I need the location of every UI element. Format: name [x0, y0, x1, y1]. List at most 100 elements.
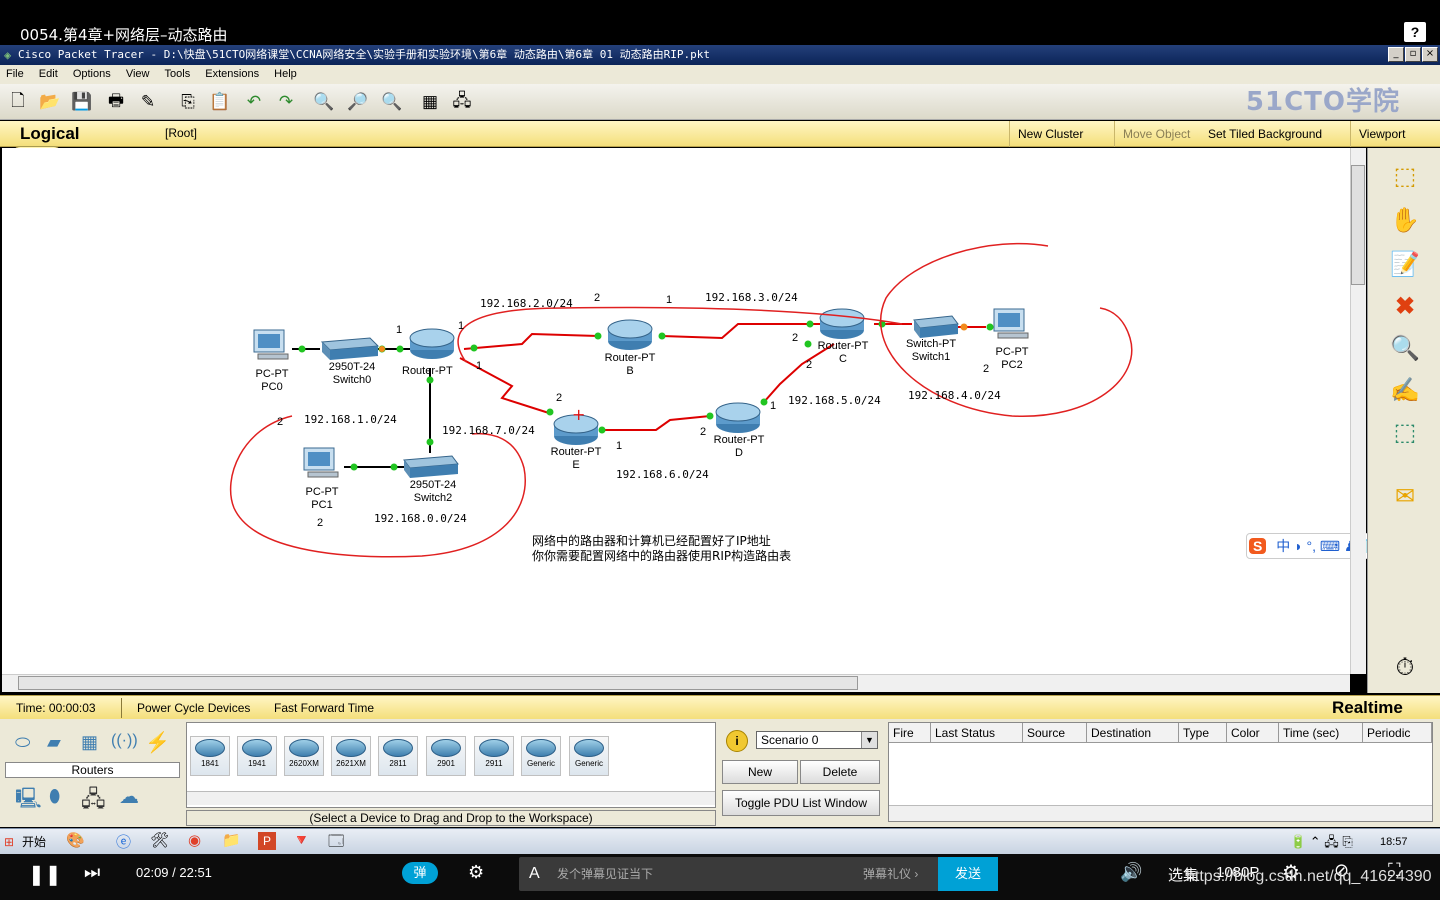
restore-button[interactable]: ▫ [1405, 47, 1421, 62]
new-file-icon[interactable]: 🗋 [11, 90, 25, 110]
open-folder-icon[interactable]: 📂 [39, 92, 61, 111]
connections-category-icon[interactable]: ⚡ [145, 732, 170, 754]
col-source[interactable]: Source [1023, 723, 1087, 743]
window-icon[interactable]: 🗔 [328, 833, 345, 850]
start-button[interactable]: ⊞ 开始 [2, 831, 60, 853]
col-destination[interactable]: Destination [1087, 723, 1179, 743]
device-2621xm[interactable]: 2621XM [331, 736, 371, 776]
power-cycle-button[interactable]: Power Cycle Devices [137, 701, 251, 715]
save-icon[interactable]: 💾 [71, 92, 93, 111]
select-tool-icon[interactable]: ⬚ [1393, 162, 1417, 190]
device-2620xm[interactable]: 2620XM [284, 736, 324, 776]
col-type[interactable]: Type [1179, 723, 1227, 743]
router-e[interactable]: + [553, 405, 599, 445]
print-icon[interactable]: 🖶 [107, 90, 125, 110]
next-icon[interactable]: ⏭ [84, 862, 101, 882]
menu-help[interactable]: Help [274, 68, 297, 80]
root-label[interactable]: [Root] [165, 126, 198, 140]
packet-tracer-taskbar-icon[interactable]: 🔻 [292, 832, 311, 849]
undo-icon[interactable]: ↶ [246, 92, 262, 111]
router-c[interactable] [819, 308, 865, 339]
danmaku-input[interactable]: A 发个弹幕见证当下 弹幕礼仪 › [519, 857, 939, 891]
simulation-icon[interactable]: ⏱ [1395, 654, 1415, 681]
pc0[interactable] [253, 329, 289, 360]
fullscreen-icon[interactable]: ⛶ [1388, 860, 1401, 880]
fast-forward-button[interactable]: Fast Forward Time [274, 701, 375, 715]
end-devices-category-icon[interactable]: 🖳 [15, 788, 42, 810]
minimize-button[interactable]: _ [1388, 47, 1404, 62]
danmaku-settings-icon[interactable]: ⚙ [468, 862, 485, 882]
hub-category-icon[interactable]: ▦ [81, 732, 99, 752]
zoom-in-icon[interactable]: 🔍 [313, 92, 335, 111]
link-routerC-routerD[interactable] [763, 343, 835, 403]
delete-tool-icon[interactable]: ✖ [1394, 292, 1416, 320]
viewport-button[interactable]: Viewport [1350, 121, 1413, 147]
device-generic-1[interactable]: Generic [521, 736, 561, 776]
switch0[interactable] [320, 337, 380, 360]
menu-file[interactable]: File [6, 68, 24, 80]
link-routerD-routerE[interactable] [602, 415, 711, 431]
danmaku-toggle[interactable]: 弹 [402, 862, 438, 884]
explorer-icon[interactable]: 📁 [222, 832, 241, 849]
menu-options[interactable]: Options [72, 68, 111, 80]
custom-category-icon[interactable]: ☁ [119, 786, 139, 808]
router-d[interactable] [715, 402, 761, 433]
settings-icon[interactable]: ⚙ [1282, 862, 1300, 884]
security-category-icon[interactable]: ⬮ [49, 786, 61, 806]
switch2[interactable] [403, 455, 459, 478]
zoom-reset-icon[interactable]: 🔎 [347, 92, 369, 111]
activity-wizard-icon[interactable]: ✎ [140, 92, 156, 111]
resize-tool-icon[interactable]: ⬚ [1393, 418, 1417, 446]
note-tool-icon[interactable]: 📝 [1390, 250, 1420, 278]
new-scenario-button[interactable]: New [722, 760, 798, 784]
scenario-select[interactable]: Scenario 0 ▼ [756, 731, 878, 749]
realtime-mode-label[interactable]: Realtime [1332, 698, 1403, 717]
vertical-scroll-thumb[interactable] [1351, 165, 1365, 285]
pc1[interactable] [303, 447, 339, 478]
router-b[interactable] [607, 319, 653, 350]
powerpoint-icon[interactable]: P [258, 832, 276, 850]
pc2[interactable] [993, 308, 1029, 339]
delete-scenario-button[interactable]: Delete [800, 760, 880, 784]
custom-device-icon[interactable]: 🖧 [452, 90, 472, 110]
close-button[interactable]: × [1422, 47, 1438, 62]
col-color[interactable]: Color [1227, 723, 1279, 743]
link-routerA-routerE[interactable] [459, 357, 553, 415]
switch1[interactable] [913, 315, 959, 338]
router-a[interactable] [409, 328, 455, 359]
wireless-category-icon[interactable]: ((·)) [111, 732, 138, 749]
danmaku-etiquette-link[interactable]: 弹幕礼仪 › [863, 867, 919, 881]
col-time[interactable]: Time (sec) [1279, 723, 1363, 743]
add-pdu-icon[interactable]: ✉ [1394, 482, 1416, 510]
help-icon[interactable]: ? [1404, 22, 1426, 42]
col-periodic[interactable]: Periodic [1363, 723, 1432, 743]
send-danmaku-button[interactable]: 发送 [938, 857, 998, 891]
font-style-icon[interactable]: A [529, 865, 540, 882]
volume-icon[interactable]: 🔊 [1120, 862, 1143, 882]
pdu-table-scrollbar[interactable] [889, 805, 1432, 821]
menu-view[interactable]: View [125, 68, 150, 80]
copy-icon[interactable]: ⎘ [181, 92, 195, 111]
hand-tool-icon[interactable]: ✋ [1390, 206, 1420, 234]
toggle-pdu-list-button[interactable]: Toggle PDU List Window [722, 790, 880, 816]
router-category-icon[interactable]: ⬭ [15, 732, 31, 752]
link-routerA-routerB[interactable] [463, 332, 599, 350]
chevron-down-icon[interactable]: ▼ [861, 732, 877, 748]
menu-extensions[interactable]: Extensions [205, 68, 260, 80]
scenario-info-icon[interactable]: i [726, 730, 748, 752]
move-object-button[interactable]: Move Object [1114, 121, 1198, 147]
device-2811[interactable]: 2811 [378, 736, 418, 776]
device-list-scrollbar[interactable] [187, 791, 715, 805]
inspect-tool-icon[interactable]: 🔍 [1390, 334, 1420, 362]
pause-icon[interactable]: ❚❚ [28, 864, 62, 886]
zoom-out-icon[interactable]: 🔍 [381, 92, 403, 111]
chrome-icon[interactable]: ◉ [188, 832, 202, 849]
episode-select-button[interactable]: 选集 [1168, 867, 1199, 884]
menu-edit[interactable]: Edit [38, 68, 58, 80]
draw-shape-icon[interactable]: ✍ [1390, 376, 1420, 404]
device-1941[interactable]: 1941 [237, 736, 277, 776]
ie-icon[interactable]: ⓔ [116, 834, 132, 851]
redo-icon[interactable]: ↷ [278, 92, 294, 111]
link-routerB-routerC[interactable] [661, 323, 822, 340]
